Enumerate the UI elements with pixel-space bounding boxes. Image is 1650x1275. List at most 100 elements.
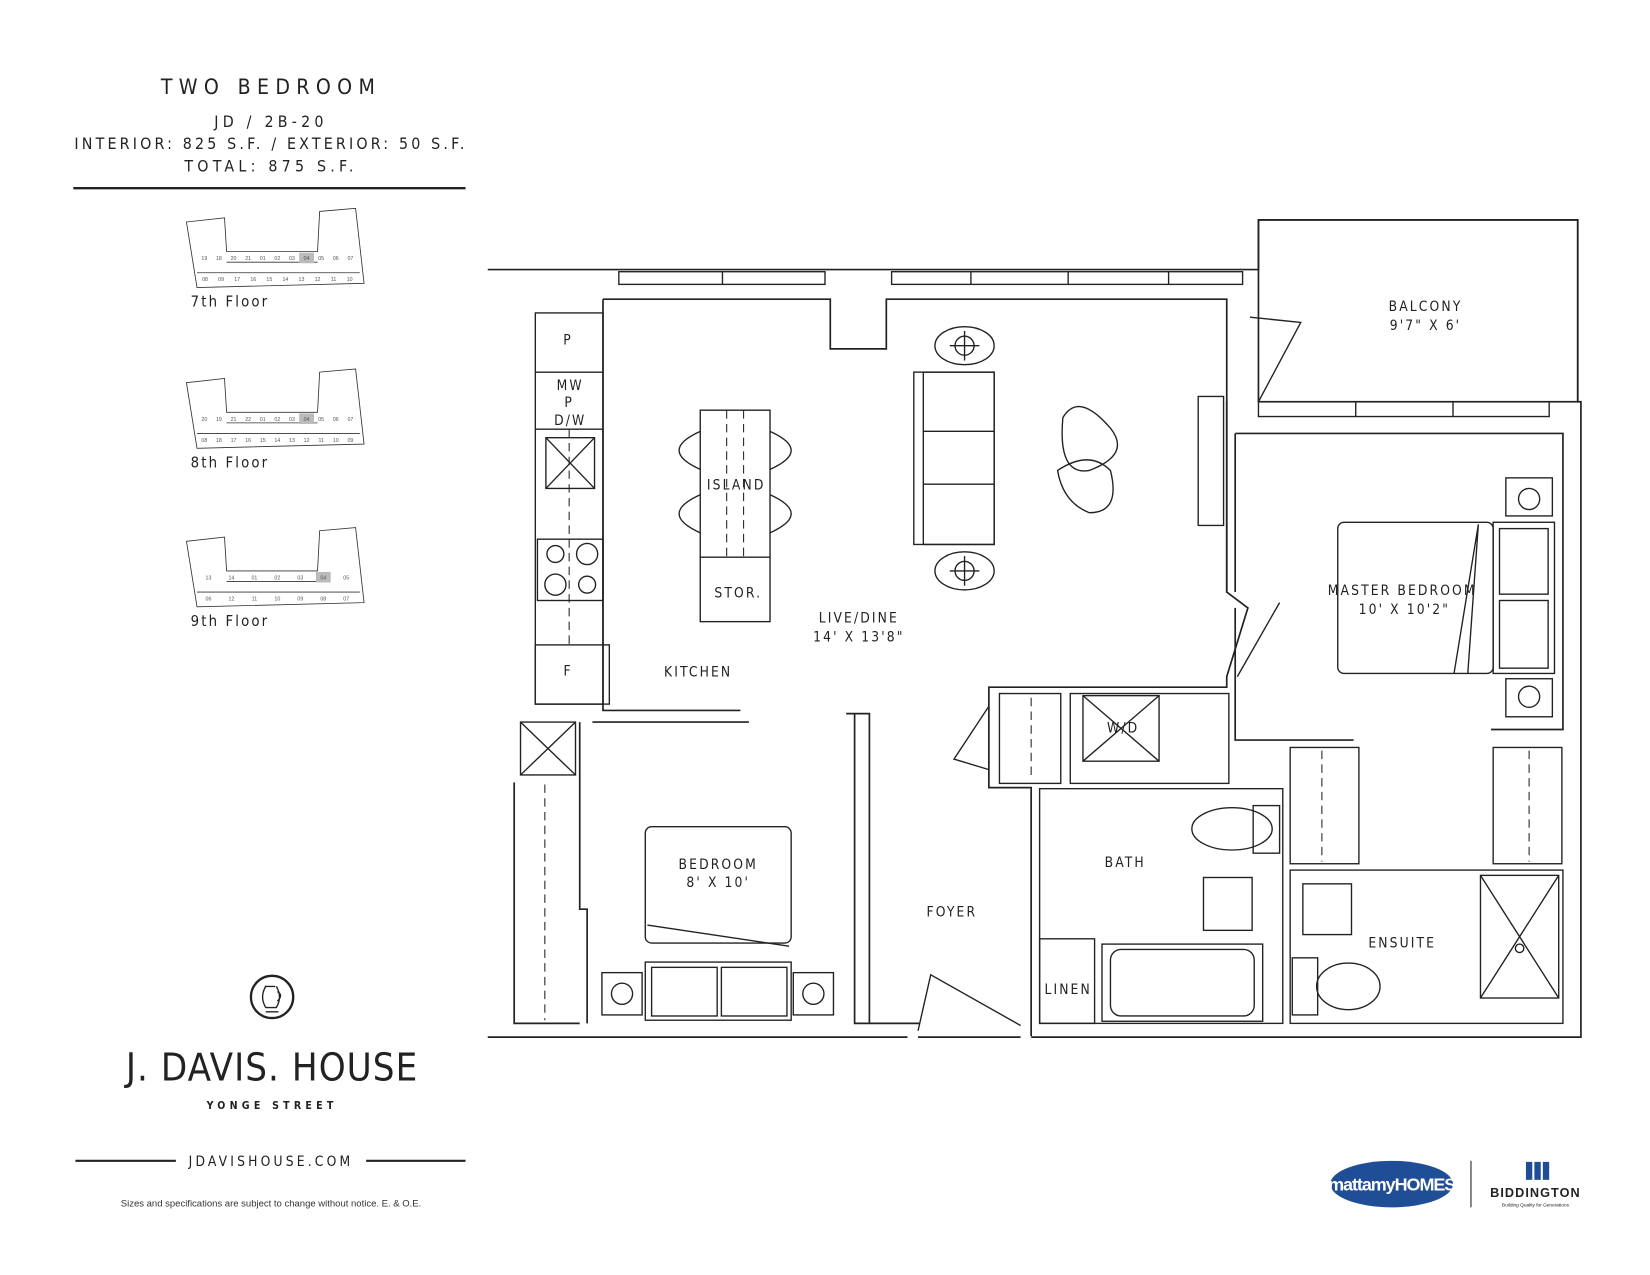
key-plan-unit-number: 16 — [245, 438, 251, 444]
dishwasher-label: D/W — [554, 413, 586, 429]
highlighted-unit — [299, 413, 314, 424]
bathtub — [1101, 943, 1264, 1022]
key-plan-unit-number: 07 — [347, 256, 353, 262]
shower — [1479, 874, 1560, 999]
key-plan-unit-number: 02 — [274, 417, 280, 423]
key-plan-unit-number: 11 — [318, 438, 324, 444]
key-plan-unit-number: 09 — [218, 277, 224, 283]
master-closet — [1289, 746, 1360, 865]
disclaimer: Sizes and specifications are subject to … — [121, 1198, 421, 1209]
key-plan-unit-number: 18 — [216, 256, 222, 262]
key-plan-unit-number: 03 — [289, 256, 295, 262]
key-plan-unit-number: 14 — [274, 438, 280, 444]
unit-total: TOTAL: 875 S.F. — [183, 156, 357, 175]
key-plan-floor-label: 7th Floor — [191, 294, 270, 311]
bedroom-label: BEDROOM — [679, 857, 758, 873]
tv-console — [1197, 395, 1225, 527]
key-plan-unit-number: 03 — [297, 575, 303, 581]
key-plan-unit-number: 11 — [252, 596, 258, 602]
key-plan-unit-number: 08 — [201, 438, 207, 444]
live-dine-label: LIVE/DINE — [819, 611, 899, 627]
website-link[interactable]: JDAVISHOUSE.COM — [188, 1154, 354, 1170]
master-door — [1236, 602, 1281, 677]
key-plan-unit-number: 14 — [282, 277, 288, 283]
bedroom-size: 8' X 10' — [686, 875, 750, 891]
key-plan-unit-number: 22 — [245, 417, 251, 423]
bed — [644, 826, 792, 944]
bath-label: BATH — [1105, 855, 1146, 871]
vanity-sink — [1202, 876, 1253, 932]
unit-model: JD / 2B-20 — [213, 112, 327, 131]
biddington-logo-text: BIDDINGTON — [1490, 1186, 1581, 1200]
kitchen-label: KITCHEN — [664, 665, 732, 681]
key-plan-unit-number: 06 — [206, 596, 212, 602]
unit-areas: INTERIOR: 825 S.F. / EXTERIOR: 50 S.F. — [74, 134, 467, 153]
unit-type-title: TWO BEDROOM — [160, 74, 381, 99]
jug-logo-icon — [249, 974, 295, 1020]
toilet — [1191, 807, 1273, 851]
highlighted-unit — [299, 252, 314, 264]
pantry-label: P — [563, 333, 573, 349]
mechanical-box — [519, 721, 577, 776]
entry-door — [917, 973, 1021, 1031]
linen-closet — [1038, 938, 1096, 1025]
key-plan-unit-number: 08 — [202, 277, 208, 283]
fridge-label: F — [563, 664, 572, 680]
balcony-outline — [1257, 219, 1579, 403]
balcony-label: BALCONY — [1389, 299, 1463, 315]
key-plan-unit-number: 06 — [333, 256, 339, 262]
key-plan-unit-number: 10 — [333, 438, 339, 444]
kitchen-island — [699, 409, 771, 623]
closet-door — [952, 705, 990, 771]
unit-header: TWO BEDROOM JD / 2B-20 INTERIOR: 825 S.F… — [73, 74, 467, 190]
ensuite — [1289, 869, 1564, 1025]
coffee-table — [1056, 405, 1119, 514]
sink-icon — [545, 436, 596, 490]
live-dine-size: 14' X 13'8" — [813, 630, 904, 646]
key-plan-unit-number: 08 — [320, 596, 326, 602]
key-plan-unit-number: 19 — [216, 417, 222, 423]
fridge — [534, 644, 611, 705]
key-plan-unit-number: 04 — [304, 417, 310, 423]
biddington-tagline: Building Quality for Generations — [1502, 1202, 1570, 1208]
brand-name: J. DAVIS. HOUSE — [124, 1045, 418, 1089]
ensuite-label: ENSUITE — [1368, 935, 1436, 951]
washer-dryer-label: W/D — [1107, 721, 1139, 737]
key-plan-unit-number: 15 — [266, 277, 272, 283]
key-plan-unit-number: 19 — [201, 256, 207, 262]
key-plan-unit-number: 01 — [251, 575, 257, 581]
key-plan-unit-number: 01 — [260, 256, 266, 262]
mattamy-logo — [1330, 1160, 1453, 1208]
key-plan-unit-number: 18 — [216, 438, 222, 444]
island-label: ISLAND — [707, 477, 766, 493]
key-plan-unit-number: 02 — [274, 256, 280, 262]
key-plan-unit-number: 12 — [315, 277, 321, 283]
key-plan-unit-number: 11 — [331, 277, 337, 283]
sofa — [913, 371, 995, 546]
brand-subtitle: YONGE STREET — [206, 1100, 338, 1112]
key-plan-unit-number: 17 — [231, 438, 237, 444]
storage-label: STOR. — [714, 585, 762, 601]
lamp-icon — [934, 325, 995, 366]
master-bedroom-size: 10' X 10'2" — [1359, 602, 1450, 618]
key-plan-unit-number: 04 — [304, 256, 310, 262]
key-plan-unit-number: 16 — [250, 277, 256, 283]
key-plan-floor-label: 9th Floor — [191, 613, 270, 630]
lamp-icon — [934, 551, 995, 591]
master-bedroom-label: MASTER BEDROOM — [1328, 583, 1477, 599]
key-plan-unit-number: 17 — [234, 277, 240, 283]
key-plan-unit-number: 13 — [299, 277, 305, 283]
key-plan-unit-number: 12 — [304, 438, 310, 444]
key-plan-unit-number: 02 — [274, 575, 280, 581]
microwave-label: MW — [557, 378, 584, 394]
key-plan-unit-number: 05 — [343, 575, 349, 581]
biddington-logo-icon — [1542, 1161, 1550, 1180]
linen-label: LINEN — [1044, 982, 1091, 998]
key-plan-unit-number: 01 — [260, 417, 266, 423]
key-plan-unit-number: 12 — [229, 596, 235, 602]
